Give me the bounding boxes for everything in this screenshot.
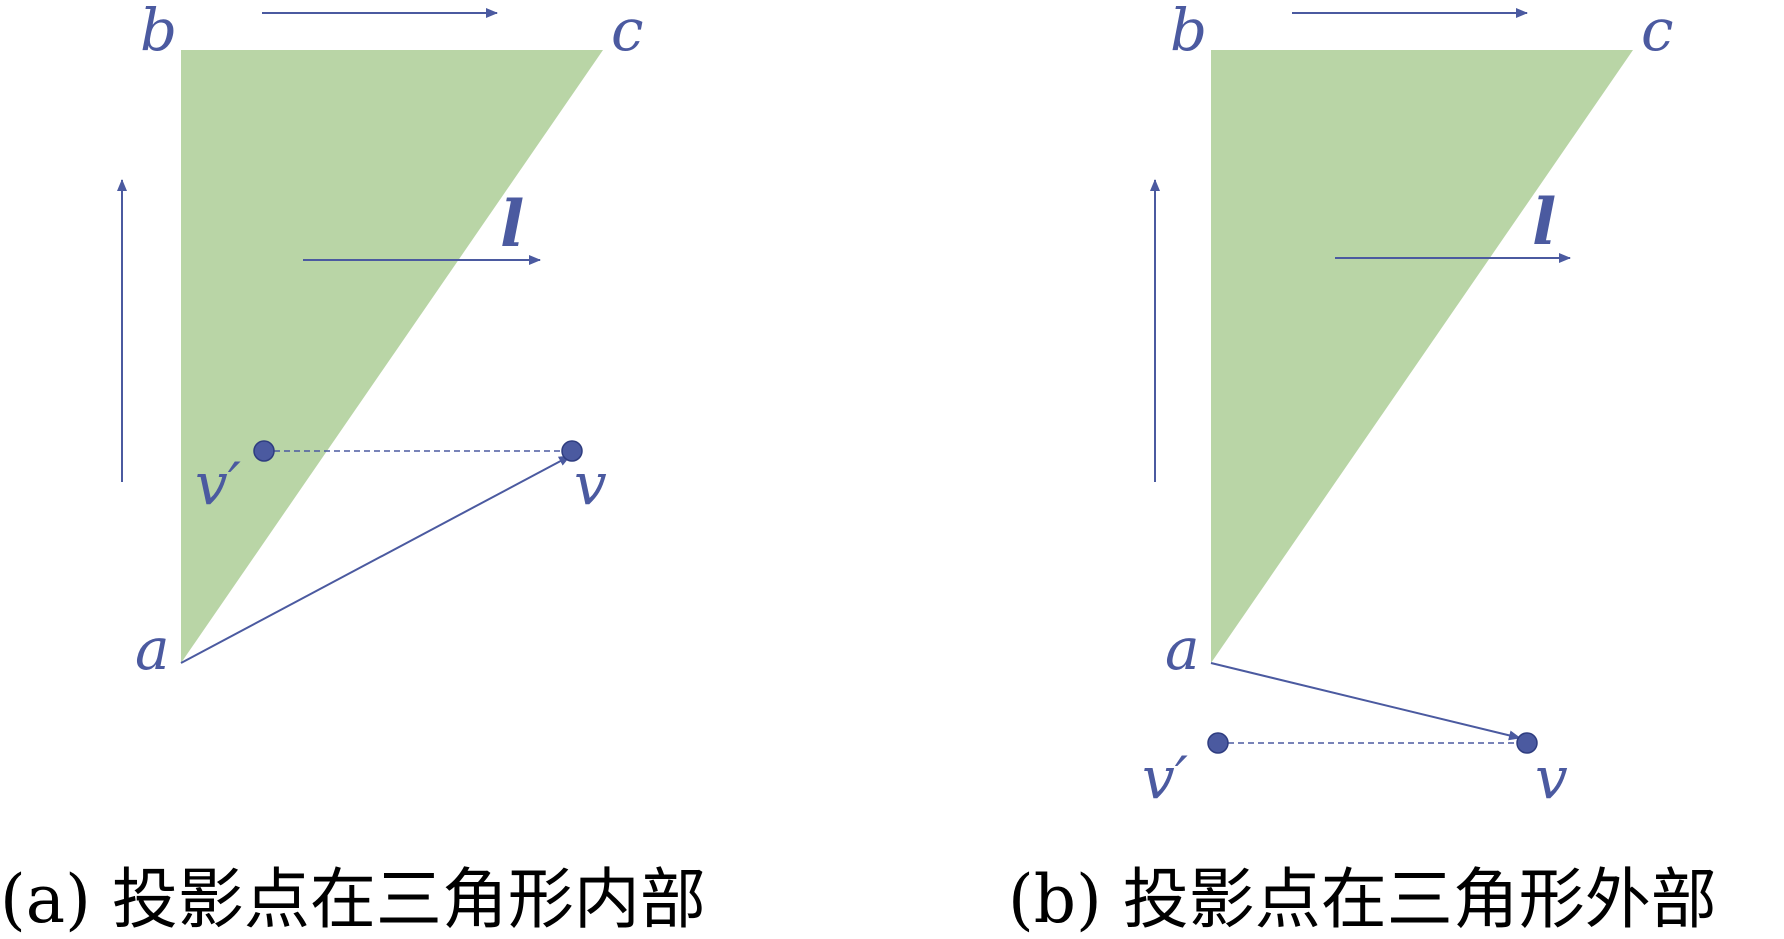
panel-b-label-v: v [1535, 744, 1568, 812]
panel-b-label-v-prime: v′ [1142, 744, 1188, 812]
panel-b-label-a: a [1165, 615, 1200, 683]
panel-b: b c l a v′ v (b) 投影点在三角形外部 [1008, 0, 1717, 938]
panel-b-label-b: b [1170, 0, 1207, 64]
panel-a-label-l: l [500, 187, 524, 262]
panel-a-caption: (a) 投影点在三角形内部 [0, 861, 706, 938]
panel-a: b c l v′ v a (a) 投影点在三角形内部 [0, 0, 706, 938]
panel-a-label-v-prime: v′ [195, 450, 241, 518]
panel-a-label-c: c [611, 0, 643, 64]
panel-b-label-c: c [1641, 0, 1673, 64]
panel-a-vector-av [180, 455, 571, 664]
panel-a-label-b: b [140, 0, 177, 64]
panel-b-vector-av [1210, 662, 1521, 741]
panel-b-label-l: l [1532, 185, 1556, 260]
panel-a-triangle [181, 50, 603, 663]
panel-a-point-v [561, 440, 583, 462]
panel-a-label-a: a [135, 615, 170, 683]
panel-b-caption: (b) 投影点在三角形外部 [1008, 861, 1717, 938]
panel-a-label-v: v [574, 450, 607, 518]
panel-a-point-v-prime [253, 440, 275, 462]
panel-b-triangle [1211, 50, 1633, 663]
panel-b-point-v-prime [1207, 732, 1229, 754]
panel-b-point-v [1516, 732, 1538, 754]
